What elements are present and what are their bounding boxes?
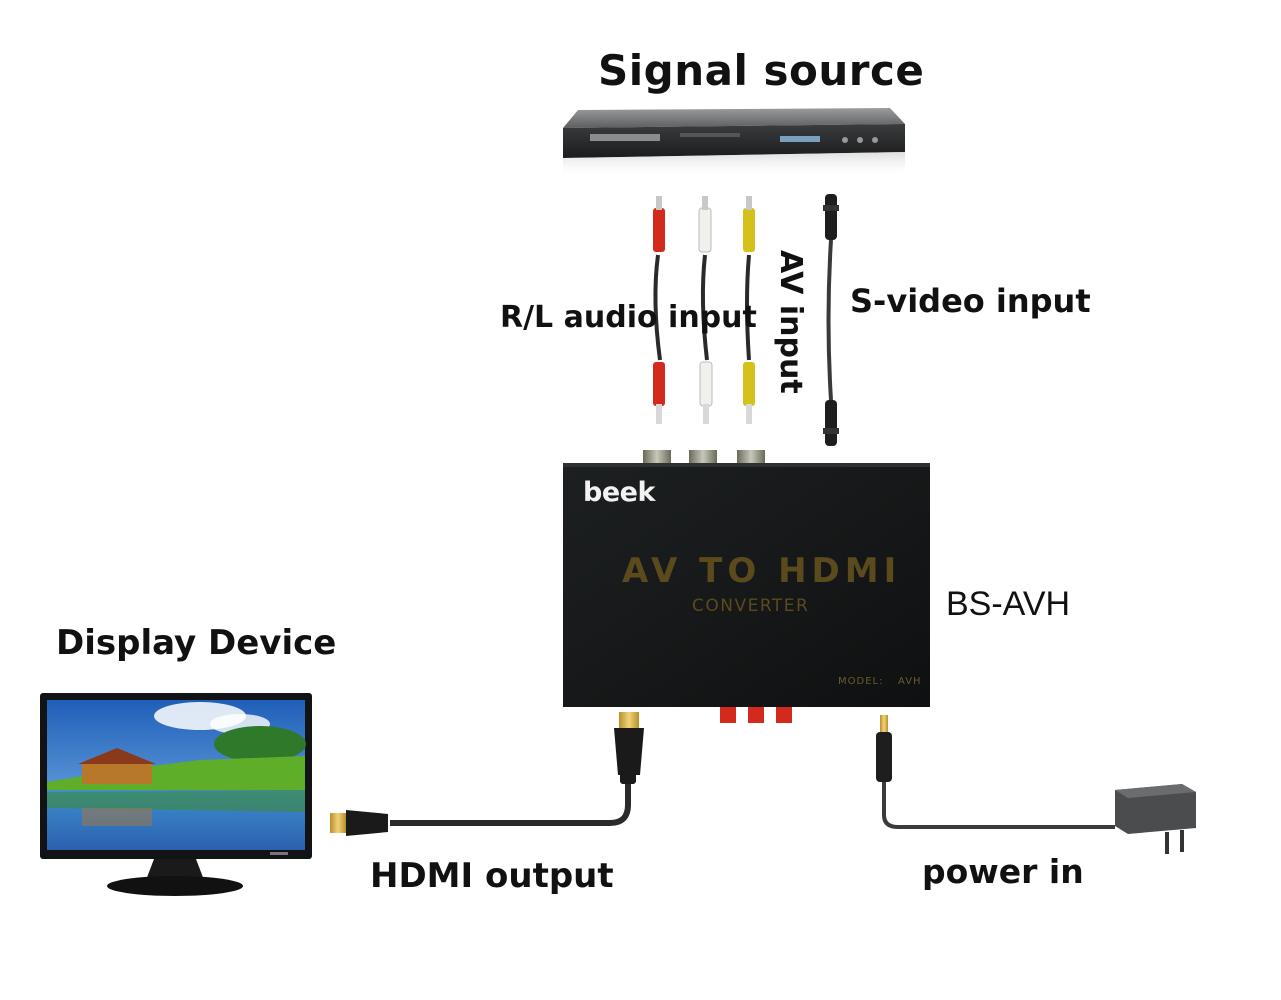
converter-subtitle: CONVERTER (692, 596, 810, 616)
model-value: AVH (898, 676, 922, 687)
s-video-input-label: S-video input (850, 282, 1091, 320)
power-cable (876, 715, 1115, 829)
rca-red-cable (653, 196, 665, 424)
hdmi-output-label: HDMI output (370, 856, 614, 896)
brand-logo: beek (583, 477, 655, 508)
rca-white-cable (698, 196, 713, 424)
converter-box (563, 450, 930, 723)
hdmi-cable (330, 712, 644, 836)
av-input-label: AV input (773, 250, 808, 394)
s-video-cable (823, 194, 839, 446)
monitor-icon (40, 693, 312, 896)
converter-title: AV TO HDMI (622, 551, 902, 591)
power-in-label: power in (922, 852, 1084, 891)
dvd-player-icon (563, 108, 905, 178)
model-label: MODEL: (838, 676, 884, 687)
display-device-label: Display Device (56, 623, 337, 663)
power-adapter-icon (1115, 784, 1196, 854)
signal-source-label: Signal source (598, 46, 925, 95)
rca-yellow-cable (743, 196, 755, 424)
rl-audio-input-label: R/L audio input (500, 300, 757, 335)
model-name-label: BS-AVH (946, 585, 1071, 623)
